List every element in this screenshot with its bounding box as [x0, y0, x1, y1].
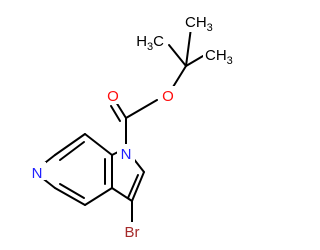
- bond-c7-c7a: [54, 133, 86, 156]
- atom-methyl-top: CH3: [183, 12, 219, 34]
- atom-carbonyl-o: O: [104, 86, 122, 105]
- bond-cq-me-left: [168, 44, 187, 67]
- atom-bromine: Br: [120, 222, 146, 241]
- bromine-label: Br: [125, 224, 140, 241]
- ester-o-label: O: [162, 88, 174, 105]
- bond-c4-c3a: [84, 187, 113, 206]
- methyl-right-label: CH3: [205, 47, 233, 67]
- methyl-right-subscript: 3: [227, 55, 233, 67]
- atom-methyl-right: CH3: [203, 44, 239, 67]
- pyrrole-n-label: N: [121, 146, 132, 163]
- methyl-left-c: C: [153, 33, 164, 50]
- bond-carbonyl-c-oester: [125, 99, 158, 119]
- atom-labels: N N O O Br H3C CH3: [28, 12, 239, 241]
- carbonyl-o-label: O: [107, 88, 119, 105]
- methyl-left-subscript: 3: [147, 41, 153, 53]
- methyl-left-label: H3C: [136, 33, 164, 53]
- atom-ester-o: O: [159, 86, 177, 105]
- bond-carbonyl-co-b: [110, 105, 121, 122]
- methyl-left-h: H: [136, 33, 147, 50]
- methyl-top-subscript: 3: [207, 22, 213, 34]
- pyridine-n-label: N: [32, 165, 43, 182]
- atom-pyridine-n: N: [28, 162, 46, 182]
- atom-pyrrole-n: N: [117, 144, 135, 163]
- bond-oester-cq: [172, 65, 187, 88]
- molecule-diagram: N N O O Br H3C CH3: [28, 12, 239, 241]
- bond-cq-me-top: [185, 27, 192, 67]
- bond-c7-inner: [59, 141, 85, 161]
- methyl-top-label: CH3: [185, 14, 213, 34]
- methyl-top-ch: CH: [185, 14, 207, 31]
- bond-cq-me-right: [185, 55, 204, 67]
- bond-c7a-c7: [84, 133, 113, 156]
- bond-c5-c4-inner: [59, 183, 85, 199]
- methyl-right-ch: CH: [205, 47, 227, 64]
- atom-methyl-left: H3C: [130, 30, 166, 53]
- bond-c2-c3: [131, 171, 145, 202]
- bond-c3-c3a: [111, 187, 133, 202]
- bond-c5-c4: [54, 187, 86, 206]
- bond-carbonyl-co-a: [115, 101, 127, 119]
- bond-c2-c3-inner: [127, 174, 139, 199]
